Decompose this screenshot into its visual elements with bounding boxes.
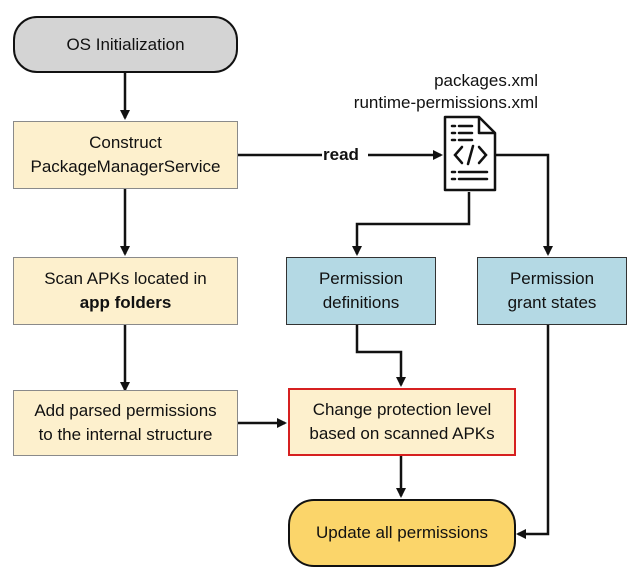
scan-apks-node: Scan APKs located in app folders xyxy=(13,257,238,325)
update-all-permissions-node: Update all permissions xyxy=(288,499,516,567)
permission-definitions-node: Permission definitions xyxy=(286,257,436,325)
permission-definitions-label-line1: Permission xyxy=(318,269,404,288)
os-initialization-label: OS Initialization xyxy=(66,34,185,54)
os-initialization-node: OS Initialization xyxy=(13,16,238,73)
file-name-runtime-permissions: runtime-permissions.xml xyxy=(353,93,538,112)
file-name-packages: packages.xml xyxy=(434,71,538,90)
construct-pms-label-line2: PackageManagerService xyxy=(30,157,221,176)
change-protection-level-label-line1: Change protection level xyxy=(312,400,492,419)
permission-definitions-label-line2: definitions xyxy=(322,293,400,312)
add-permissions-label-line2: to the internal structure xyxy=(38,425,213,444)
arrow-file-to-perm-grant xyxy=(496,153,553,256)
scan-apks-label-line1: Scan APKs located in xyxy=(44,269,207,288)
arrow-perm-grant-to-update xyxy=(516,325,550,539)
permission-grant-states-label-line1: Permission xyxy=(509,269,595,288)
scan-apks-label-line2: app folders xyxy=(79,293,172,312)
arrow-perm-defs-to-change xyxy=(355,325,406,387)
construct-pms-node: Construct PackageManagerService xyxy=(13,121,238,189)
add-permissions-node: Add parsed permissions to the internal s… xyxy=(13,390,238,456)
construct-pms-label-line1: Construct xyxy=(89,133,162,152)
update-all-permissions-label: Update all permissions xyxy=(316,523,488,542)
arrow-file-to-perm-defs xyxy=(352,192,471,256)
permission-grant-states-node: Permission grant states xyxy=(477,257,627,325)
change-protection-level-node: Change protection level based on scanned… xyxy=(288,388,516,456)
add-permissions-label-line1: Add parsed permissions xyxy=(34,401,217,420)
read-edge-label: read xyxy=(323,145,359,164)
permission-grant-states-label-line2: grant states xyxy=(507,293,597,312)
code-file-icon xyxy=(443,115,497,192)
change-protection-level-label-line2: based on scanned APKs xyxy=(309,424,495,443)
file-name-label: packages.xml runtime-permissions.xml xyxy=(354,70,538,114)
